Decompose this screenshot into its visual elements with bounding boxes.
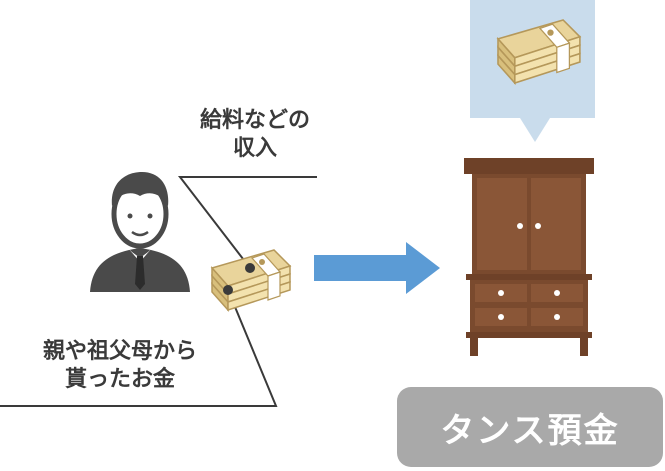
callout-dot xyxy=(245,263,255,273)
money-bundle-icon xyxy=(211,249,291,311)
gift-label-line2: 貰ったお金 xyxy=(64,366,175,392)
tansu-deposit-badge: タンス預金 xyxy=(397,387,663,467)
tansu-deposit-label: タンス預金 xyxy=(440,410,620,451)
right-arrow-icon xyxy=(314,242,440,294)
callout-dot xyxy=(223,285,233,295)
gift-label: 親や祖父母から 貰ったお金 xyxy=(0,338,240,393)
income-label: 給料などの 収入 xyxy=(170,107,340,162)
gift-label-line1: 親や祖父母から xyxy=(42,339,197,364)
wardrobe-icon xyxy=(464,158,594,356)
callout-line-gift xyxy=(0,289,278,407)
income-label-line1: 給料などの xyxy=(199,108,310,133)
callout-line-income xyxy=(177,176,317,269)
businessman-icon xyxy=(90,172,190,292)
income-label-line2: 収入 xyxy=(232,135,277,161)
